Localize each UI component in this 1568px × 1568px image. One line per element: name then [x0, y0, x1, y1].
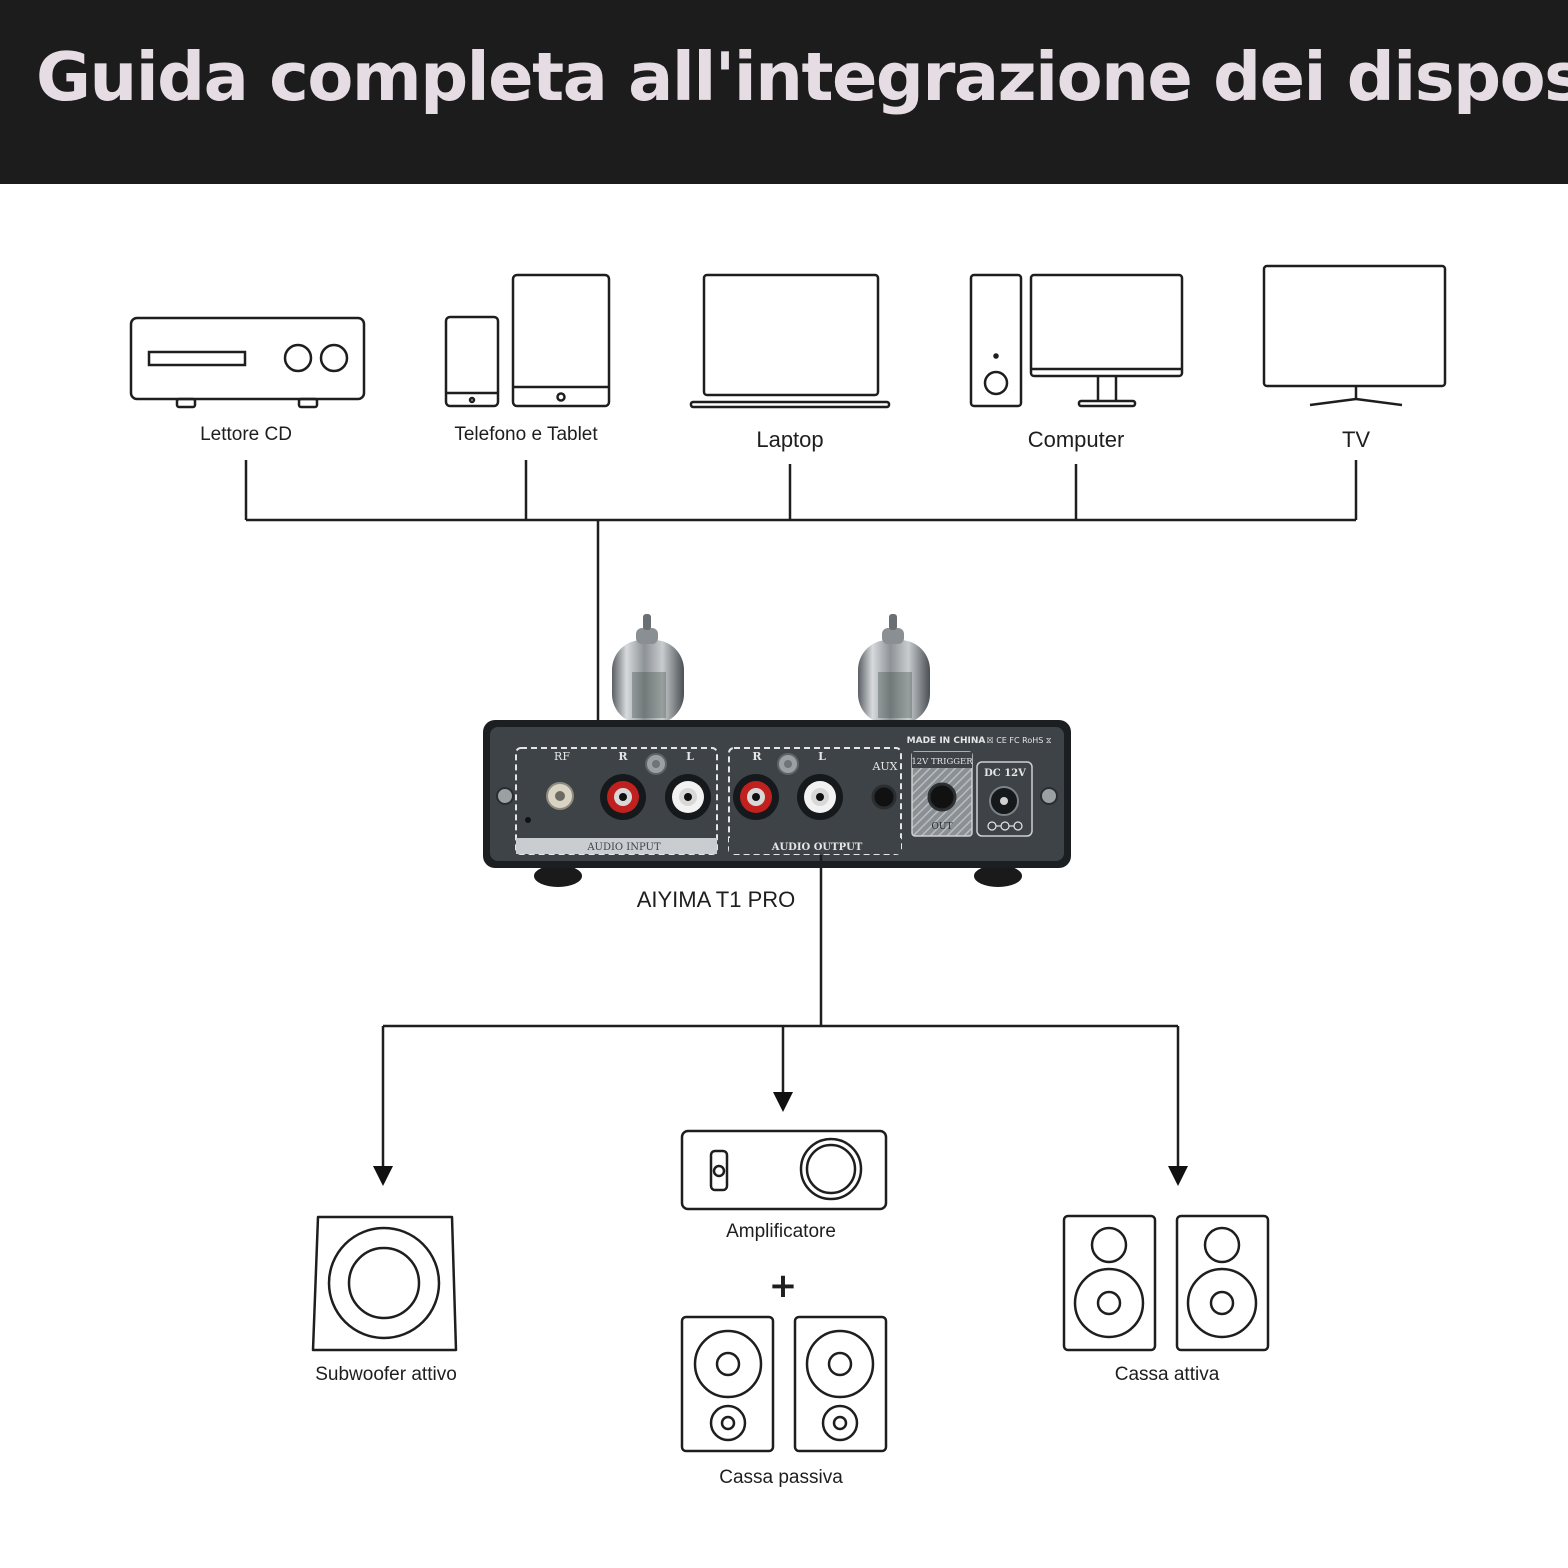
desktop-computer-icon [969, 273, 1184, 408]
device-name: AIYIMA T1 PRO [636, 887, 796, 912]
source-label-tv: TV [1341, 427, 1371, 452]
trigger-jack [927, 782, 957, 812]
device-foot-left [534, 865, 582, 887]
output-label-passive: Cassa passiva [719, 1467, 843, 1488]
plus-sign: + [769, 1266, 798, 1306]
made-in-label: MADE IN CHINA [907, 736, 986, 746]
source-label-cd: Lettore CD [200, 424, 292, 445]
aux-jack [871, 784, 897, 810]
input-r-label: R [618, 750, 628, 763]
audio-input-rca-right-jack [600, 774, 646, 820]
dc-panel [976, 761, 1033, 837]
page-title: Guida completa all'integrazione dei disp… [36, 38, 1568, 116]
audio-output-rca-right-jack [733, 774, 779, 820]
rf-label: RF [554, 750, 570, 763]
vacuum-tube-right [858, 614, 930, 724]
device-foot-right [974, 865, 1022, 887]
audio-input-rca-left-jack [665, 774, 711, 820]
input-l-label: L [686, 750, 694, 763]
output-label-amplifier: Amplificatore [726, 1221, 836, 1242]
audio-input-label: AUDIO INPUT [586, 842, 661, 853]
trigger-label: 12V TRIGGER [911, 757, 973, 767]
output-connector-lines [373, 855, 1188, 1186]
source-label-computer: Computer [1027, 427, 1125, 452]
input-connector-lines [244, 460, 1358, 746]
dc-polarity-icon [987, 821, 1023, 831]
header-banner: Guida completa all'integrazione dei disp… [0, 0, 1568, 184]
output-label-active: Cassa attiva [1114, 1364, 1220, 1385]
audio-output-rca-left-jack [797, 774, 843, 820]
amplifier-icon [680, 1129, 888, 1211]
certification-marks: ☒ CE FC RoHS ⧖ [987, 736, 1052, 745]
cd-player-icon [129, 316, 366, 409]
aux-label: AUX [871, 760, 897, 773]
dc-label: DC 12V [984, 768, 1026, 779]
laptop-icon [689, 273, 891, 409]
subwoofer-icon [311, 1215, 458, 1352]
tv-icon [1262, 264, 1447, 407]
output-r-label: R [752, 750, 762, 763]
output-l-label: L [818, 750, 826, 763]
active-speakers-icon [1062, 1214, 1270, 1352]
aiyima-t1-pro-device: RF R L R L AUDIO INPUT AUDIO OUTPUT AUX … [483, 614, 1071, 887]
source-label-phone-tablet: Telefono e Tablet [454, 424, 598, 445]
output-label-subwoofer: Subwoofer attivo [315, 1364, 457, 1385]
vacuum-tube-left [612, 614, 684, 724]
passive-speakers-icon [680, 1315, 888, 1453]
phone-tablet-icon [444, 273, 611, 408]
trigger-out-label: OUT [932, 822, 953, 832]
source-label-laptop: Laptop [756, 427, 824, 452]
audio-output-label: AUDIO OUTPUT [771, 842, 863, 853]
